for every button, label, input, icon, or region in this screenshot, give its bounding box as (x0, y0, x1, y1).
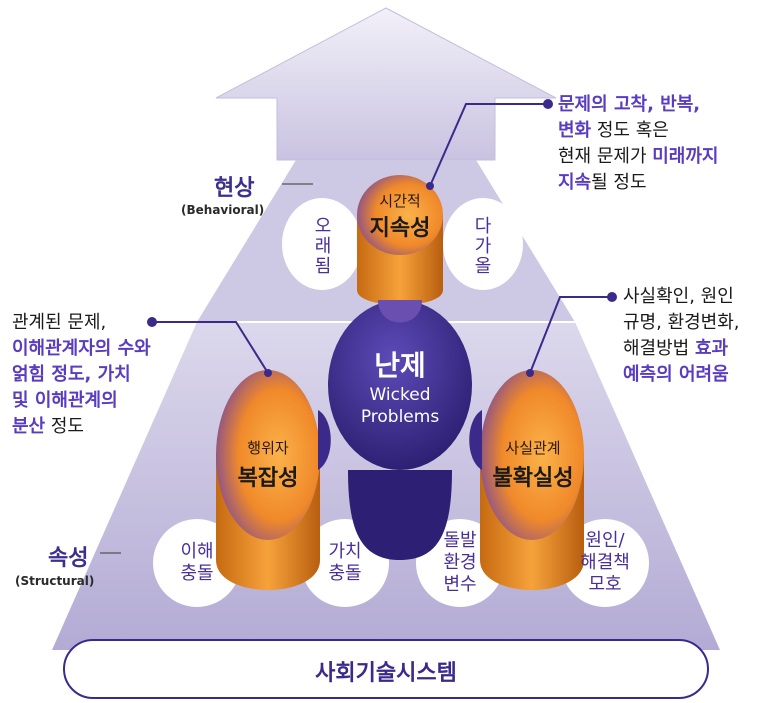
center-subtitle-1: Wicked (369, 385, 431, 405)
ann-left-l3: 얽힘 정도, 가치 (12, 364, 131, 385)
circle-long-time (282, 198, 362, 290)
callout-top-dot (543, 99, 553, 109)
sudden-line2: 환경 (443, 552, 477, 573)
lobe-top (357, 175, 443, 255)
circle-diverse-label: 다가올 (471, 216, 492, 276)
ann-right-l3-rest: 해결방법 (623, 338, 695, 359)
ann-left-l5-hl: 분산 (12, 416, 46, 437)
center-body (328, 300, 472, 470)
persistence-main: 지속성 (369, 216, 431, 241)
behavioral-subtitle: (Behavioral) (181, 203, 265, 217)
center-subtitle-2: Problems (360, 407, 440, 427)
cause-line3: 모호 (588, 574, 622, 595)
interest-line2: 충돌 (180, 563, 214, 584)
ann-top-l2-rest: 정도 혹은 (591, 120, 669, 141)
ann-right-l2: 규명, 환경변화, (623, 312, 740, 333)
ann-top-l4-hl: 지속 (558, 172, 592, 193)
cause-line1: 원인/ (585, 530, 625, 551)
ann-top-l1: 문제의 고착, 반복, (558, 94, 701, 115)
circle-diverse (443, 198, 523, 290)
callout-left-end (264, 369, 272, 377)
center-stem (348, 470, 452, 560)
circle-interest-conflict-label: 이해 충돌 (157, 541, 237, 585)
ann-right-l3-hl: 효과 (694, 338, 729, 359)
ann-left-l2: 이해관계자의 수와 (12, 338, 151, 359)
ann-right-l1: 사실확인, 원인 (623, 286, 734, 307)
ann-left-l5-rest: 정도 (45, 416, 84, 437)
ann-top-l4-rest: 될 정도 (591, 172, 647, 193)
behavioral-title: 현상 (214, 176, 255, 201)
lobe-top-connector (378, 300, 422, 323)
callout-right-dot (607, 292, 617, 302)
persistence-top: 시간적 (379, 192, 421, 210)
uncertainty-top: 사실관계 (505, 439, 561, 457)
structural-subtitle: (Structural) (15, 574, 95, 588)
ann-left-l4: 및 이해관계의 (12, 390, 118, 411)
sudden-line3: 변수 (443, 574, 477, 595)
ann-top-l3-hl: 미래까지 (652, 146, 719, 167)
annotation-top-right: 문제의 고착, 반복, 변화 정도 혹은 현재 문제가 미래까지 지속될 정도 (558, 92, 719, 196)
lobe-left (216, 370, 320, 540)
ann-left-l1: 관계된 문제, (12, 312, 107, 333)
circle-sudden-env-label: 돌발 환경 변수 (420, 530, 500, 596)
circle-value-conflict-label: 가치 충돌 (305, 541, 385, 585)
connector-left (318, 410, 331, 470)
uncertainty-main: 불확실성 (492, 466, 574, 491)
callout-left-line (152, 321, 269, 374)
center-title: 난제 (374, 349, 426, 382)
callout-right-line (529, 296, 612, 374)
complexity-main: 복잡성 (237, 466, 299, 491)
circle-cause-label: 원인/ 해결책 모호 (565, 530, 645, 596)
base-label: 사회기술시스템 (315, 661, 457, 686)
sudden-line1: 돌발 (443, 530, 477, 551)
circle-long-time-label: 오래됨 (311, 216, 332, 276)
structural-title: 속성 (48, 546, 89, 571)
complexity-top: 행위자 (247, 439, 289, 457)
callout-left-dot (147, 317, 157, 327)
ann-right-l4: 예측의 어려움 (623, 364, 729, 385)
lobe-right (480, 370, 584, 540)
annotation-right: 사실확인, 원인 규명, 환경변화, 해결방법 효과 예측의 어려움 (623, 284, 740, 388)
base-bar (63, 639, 709, 699)
cause-line2: 해결책 (580, 552, 630, 573)
ann-top-l3-rest: 현재 문제가 (558, 146, 653, 167)
value-line2: 충돌 (328, 563, 362, 584)
annotation-left: 관계된 문제, 이해관계자의 수와 얽힘 정도, 가치 및 이해관계의 분산 정… (12, 310, 151, 440)
ann-top-l2-hl: 변화 (558, 120, 592, 141)
callout-top-end (426, 182, 434, 190)
value-line1: 가치 (328, 541, 362, 562)
connector-right (469, 410, 482, 470)
interest-line1: 이해 (180, 541, 214, 562)
callout-top-line (429, 103, 548, 187)
arrow-shape (215, 7, 557, 161)
callout-right-end (526, 369, 534, 377)
